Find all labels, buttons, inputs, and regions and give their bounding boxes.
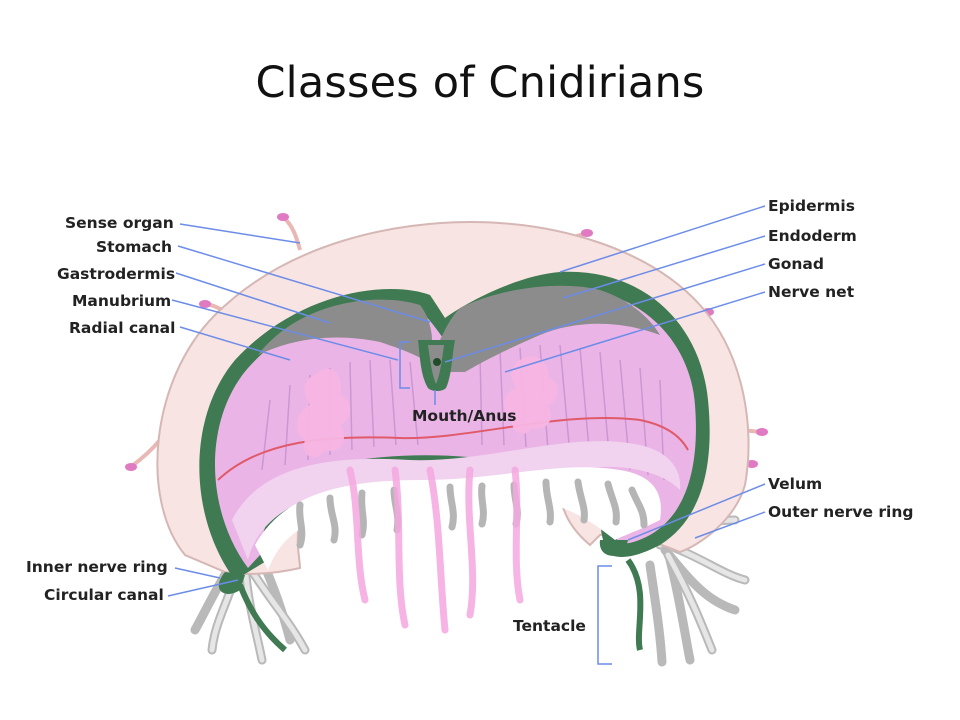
subumbrella (232, 441, 681, 560)
label-sense-organ: Sense organ (65, 214, 174, 232)
stomach (258, 285, 660, 372)
slide-title: Classes of Cnidirians (255, 58, 705, 108)
label-radial-canal: Radial canal (69, 319, 175, 337)
label-circular-canal: Circular canal (44, 586, 164, 604)
label-velum: Velum (768, 475, 822, 493)
labels: Sense organ Stomach Gastrodermis Manubri… (26, 197, 913, 635)
leader-lines (167, 205, 766, 665)
label-gonad: Gonad (768, 255, 824, 273)
label-epidermis: Epidermis (768, 197, 855, 215)
mesoglea (214, 287, 696, 568)
label-outer-nerve-ring: Outer nerve ring (768, 503, 913, 521)
label-mouth-anus: Mouth/Anus (412, 407, 517, 425)
nerve-line (217, 416, 689, 481)
label-gastrodermis: Gastrodermis (57, 265, 175, 283)
label-endoderm: Endoderm (768, 227, 857, 245)
label-manubrium: Manubrium (72, 292, 171, 310)
label-inner-nerve-ring: Inner nerve ring (26, 558, 168, 576)
label-stomach: Stomach (96, 238, 172, 256)
label-nerve-net: Nerve net (768, 283, 855, 301)
label-tentacle: Tentacle (513, 617, 586, 635)
oral-arms (346, 466, 524, 634)
gonads (296, 356, 558, 458)
